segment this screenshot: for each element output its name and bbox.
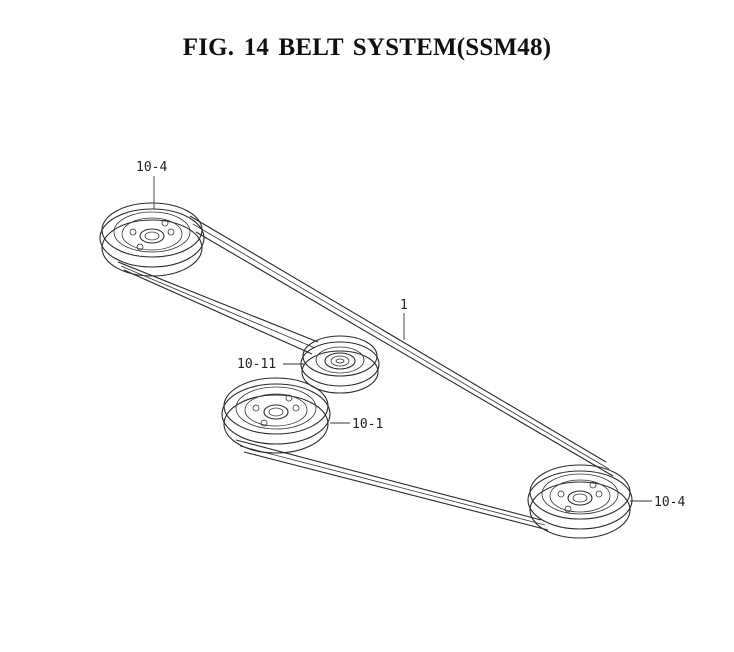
figure-title: FIG. 14 BELT SYSTEM(SSM48) bbox=[182, 34, 552, 61]
pulley-center bbox=[221, 377, 331, 454]
callout-pulley-bottom-right: 10-4 bbox=[654, 495, 685, 510]
idler-pulley bbox=[300, 335, 380, 394]
pulley-bottom-right bbox=[527, 464, 633, 539]
callout-pulley-top-left: 10-4 bbox=[136, 160, 167, 175]
pulley-top-left bbox=[99, 202, 205, 277]
callout-idler: 10-11 bbox=[237, 357, 276, 372]
callout-pulley-center: 10-1 bbox=[352, 417, 383, 432]
callout-belt: 1 bbox=[400, 298, 408, 313]
belt bbox=[117, 215, 614, 531]
